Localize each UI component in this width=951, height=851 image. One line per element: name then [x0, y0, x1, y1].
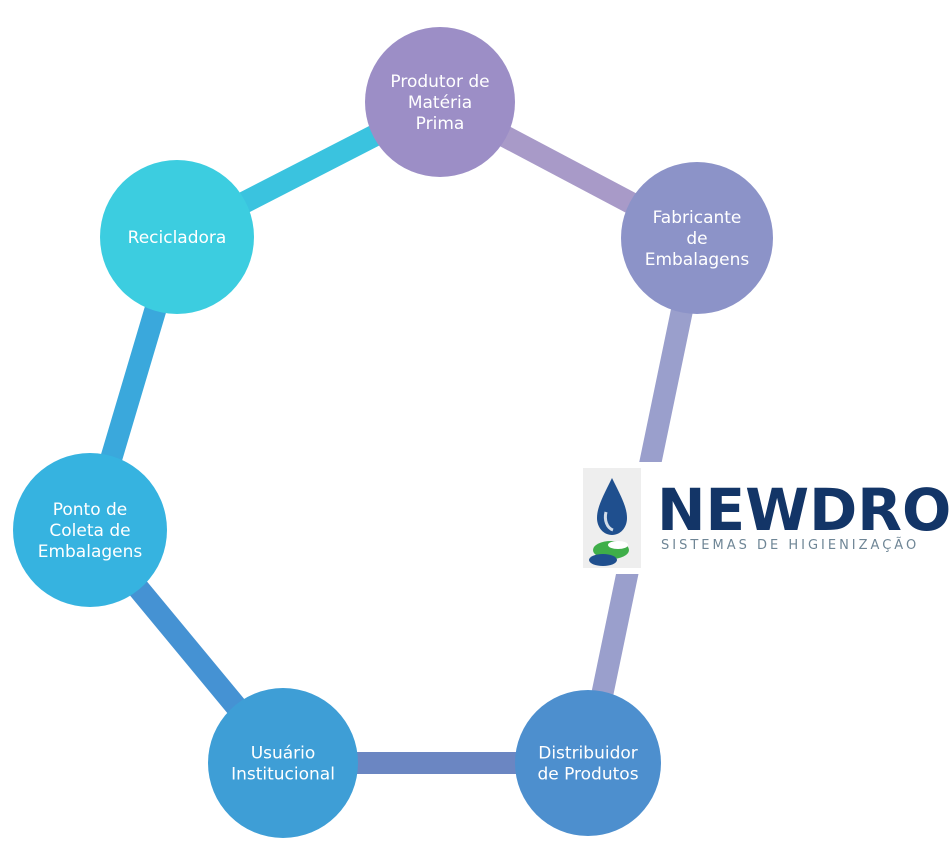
logo-tagline: SISTEMAS DE HIGIENIZAÇÃO [661, 537, 919, 553]
node-label-ponto-coleta-line-2: Coleta de [49, 521, 130, 541]
node-label-ponto-coleta-line-1: Ponto de [53, 500, 128, 520]
node-label-produtor-line-1: Produtor de [390, 72, 489, 92]
node-label-recicladora-line-1: Recicladora [128, 228, 227, 248]
newdrop-logo: NEWDROP SISTEMAS DE HIGIENIZAÇÃO [583, 468, 951, 568]
white-cap-icon [608, 541, 628, 549]
node-recicladora: Recicladora [100, 160, 254, 314]
node-label-fabricante-line-1: Fabricante [653, 208, 742, 228]
node-circle-recicladora [100, 160, 254, 314]
logo-wordmark: NEWDROP [657, 476, 951, 544]
node-label-produtor-line-3: Prima [416, 114, 465, 134]
node-circle-ponto-coleta [13, 453, 167, 607]
node-label-fabricante-line-2: de [686, 229, 707, 249]
node-circle-fabricante [621, 162, 773, 314]
node-label-usuario-line-1: Usuário [251, 744, 316, 764]
node-label-fabricante-line-3: Embalagens [645, 250, 750, 270]
node-label-produtor-line-2: Matéria [408, 93, 472, 113]
node-label-ponto-coleta-line-3: Embalagens [38, 542, 143, 562]
node-label-distribuidor-line-1: Distribuidor [538, 744, 638, 764]
blue-base-icon [589, 554, 617, 566]
drop-highlight-icon [603, 511, 614, 532]
node-circle-produtor [365, 27, 515, 177]
node-label-distribuidor-line-2: de Produtos [537, 765, 638, 785]
node-label-usuario-line-2: Institucional [231, 765, 335, 785]
node-circle-usuario [208, 688, 358, 838]
cycle-nodes: Produtor deMatériaPrimaFabricantedeEmbal… [13, 27, 773, 838]
node-circle-distribuidor [515, 690, 661, 836]
